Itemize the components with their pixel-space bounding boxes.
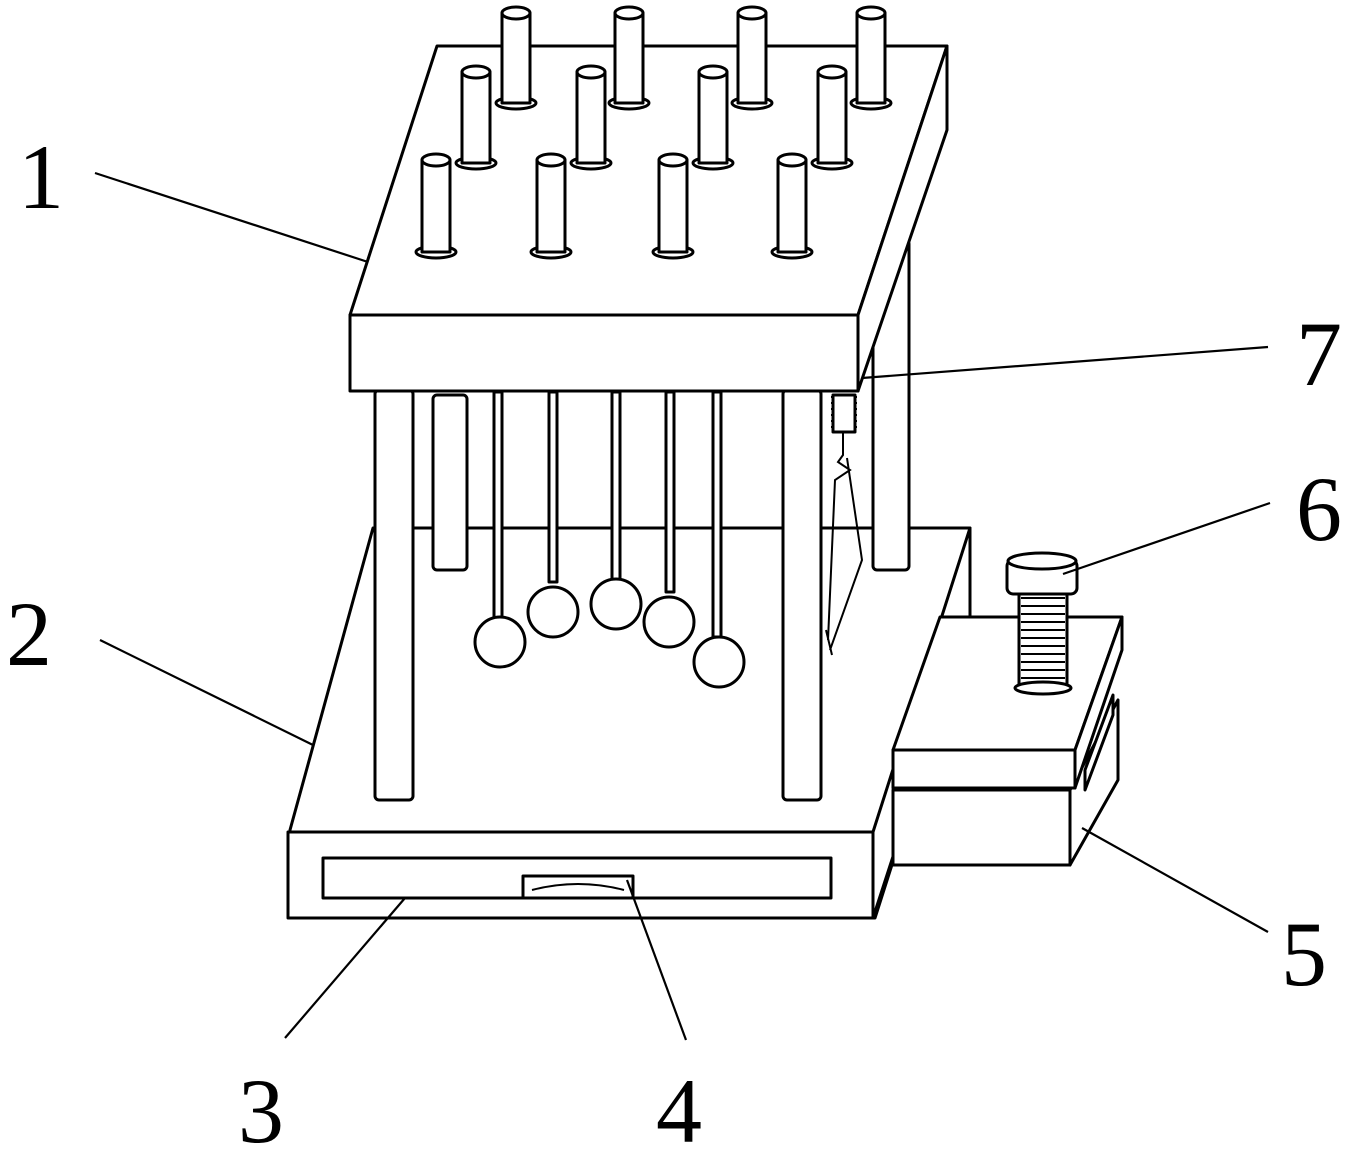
leader-lines xyxy=(94,171,1271,1041)
part-labels: 1 2 3 4 5 6 7 xyxy=(6,126,1342,1149)
leader-6 xyxy=(1062,501,1271,576)
label-7: 7 xyxy=(1296,303,1342,405)
label-1: 1 xyxy=(18,126,64,228)
label-4: 4 xyxy=(656,1060,702,1149)
bolt xyxy=(1005,551,1079,696)
leader-3 xyxy=(284,897,406,1039)
leader-4 xyxy=(625,879,688,1041)
top-pins xyxy=(414,5,893,260)
spring-assembly xyxy=(825,393,864,656)
side-plates xyxy=(891,615,1124,867)
label-6: 6 xyxy=(1296,458,1342,560)
front-legs xyxy=(373,388,823,802)
leader-7 xyxy=(861,345,1269,380)
label-5: 5 xyxy=(1281,903,1327,1005)
label-3: 3 xyxy=(238,1060,284,1149)
leader-2 xyxy=(99,639,314,746)
pin-row-back xyxy=(494,5,893,111)
pin-row-front xyxy=(414,152,814,260)
leader-1 xyxy=(94,171,369,264)
drawer-handle xyxy=(521,874,635,900)
label-2: 2 xyxy=(6,583,52,685)
leader-5 xyxy=(1081,827,1269,933)
pin-row-middle xyxy=(454,64,854,171)
